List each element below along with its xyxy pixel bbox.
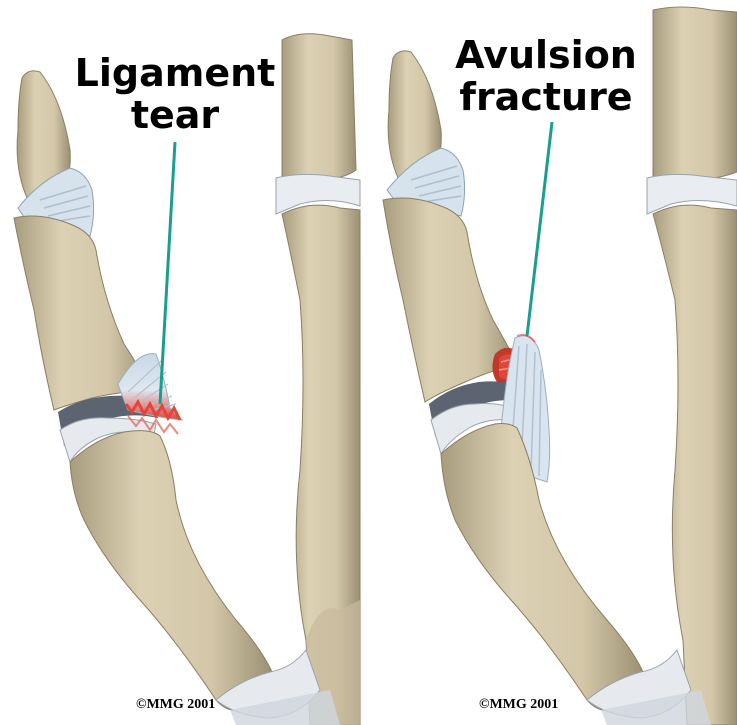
panel-ligament-tear: Ligament tear ©MMG 2001 <box>0 0 366 725</box>
avulsion-fracture-label: Avulsion fracture <box>431 34 661 118</box>
leader-line <box>160 142 175 404</box>
ligament-tear-label: Ligament tear <box>60 52 290 136</box>
panel-avulsion-fracture: Avulsion fracture ©MMG 2001 <box>371 0 737 725</box>
leader-line <box>527 122 552 336</box>
copyright-notice: ©MMG 2001 <box>479 697 558 713</box>
copyright-notice: ©MMG 2001 <box>136 697 215 713</box>
metacarpal-bone <box>441 424 711 725</box>
adjacent-finger-bone <box>276 34 360 725</box>
